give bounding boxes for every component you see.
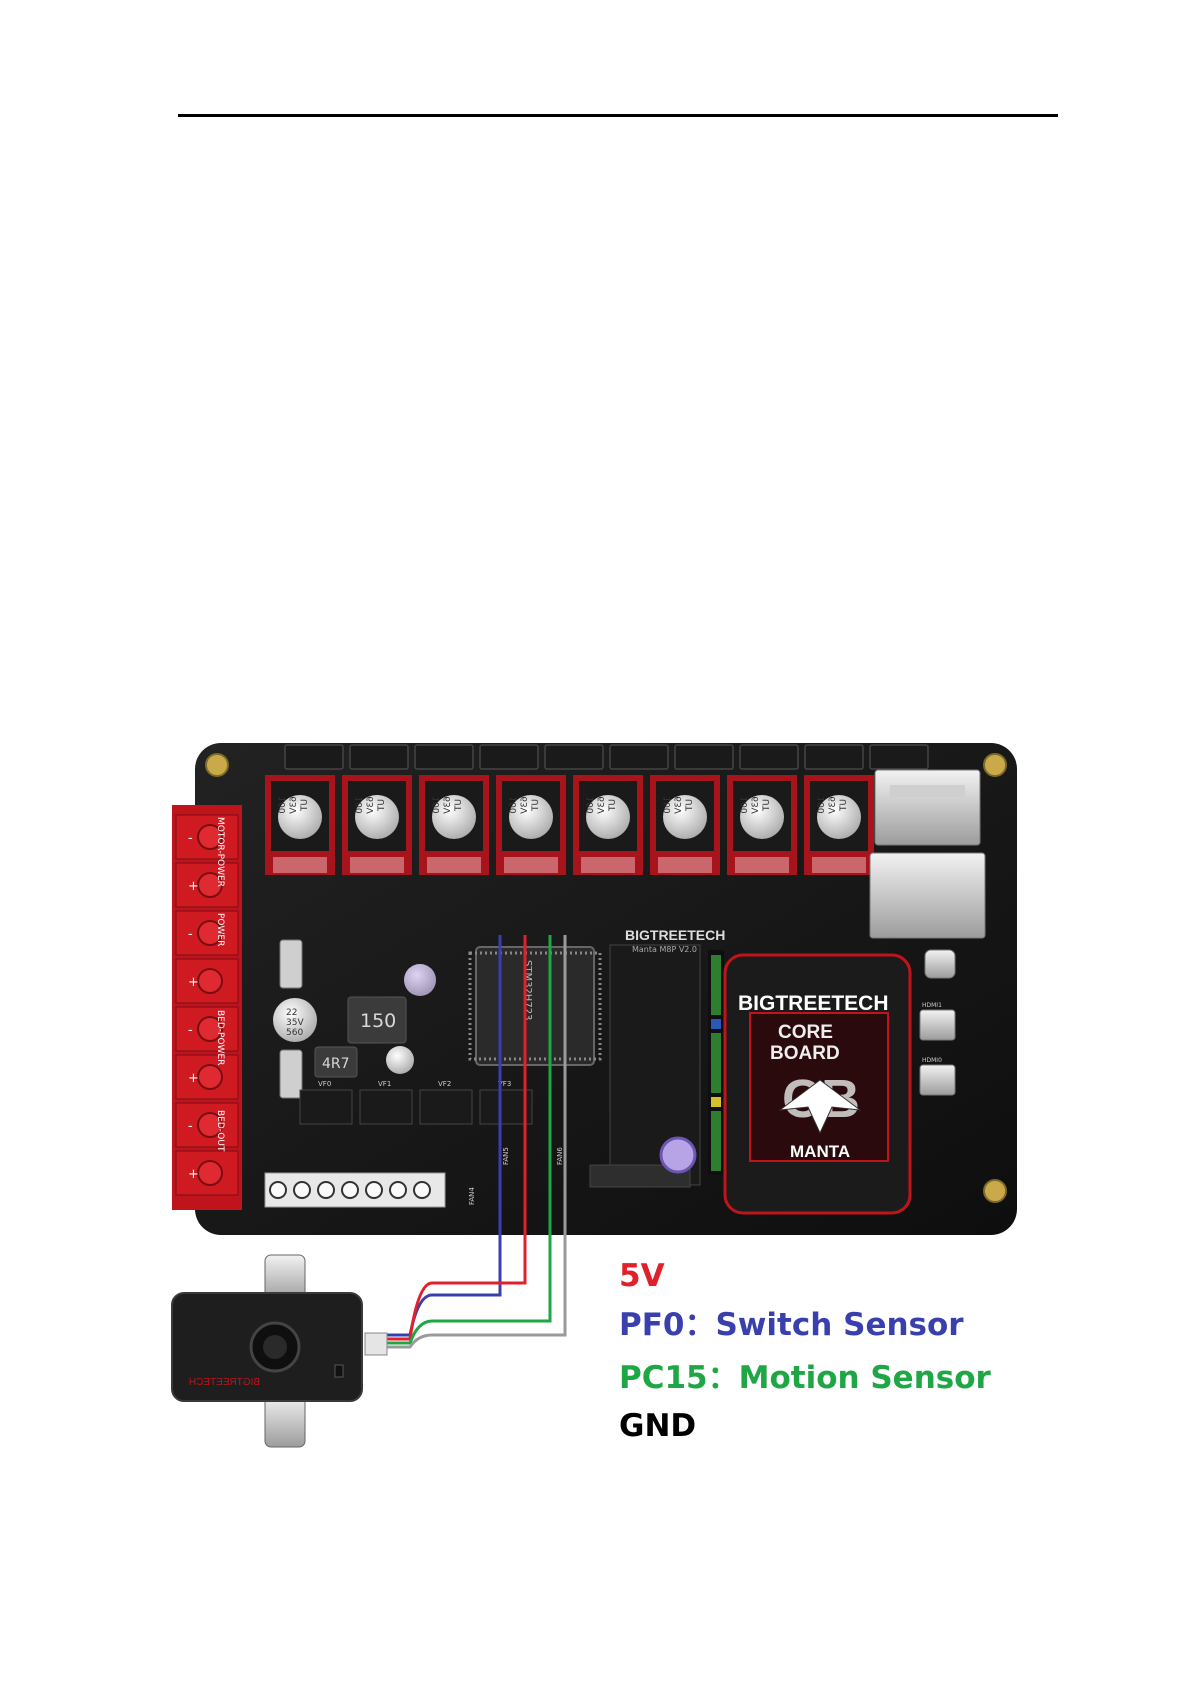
fan-label-vf3: VF3: [498, 1080, 511, 1088]
power-label-power: POWER: [215, 913, 225, 946]
cap-purple: [659, 1136, 697, 1174]
core-board: BIGTREETECH CORE BOARD CB MANTA: [723, 953, 912, 1215]
driver-cap-text: 100: [509, 796, 519, 813]
driver-cap-text: 63V: [751, 796, 761, 814]
sensor-wire: [386, 935, 567, 1349]
driver-cap-text: 63V: [289, 796, 299, 814]
driver-cap-text: UT: [839, 799, 849, 812]
driver-cap-text: 63V: [828, 796, 838, 814]
core-line2: BOARD: [770, 1043, 840, 1064]
terminal-sign: -: [188, 831, 193, 846]
sensor-wire: [386, 935, 527, 1341]
power-terminal: [175, 1006, 239, 1052]
terminal-sign: -: [188, 1119, 193, 1134]
power-label-motor: MOTOR-POWER: [215, 817, 225, 887]
driver-capacitor: [740, 795, 784, 839]
screw: [293, 1181, 311, 1199]
fan-label-fan5: FAN5: [502, 1147, 510, 1165]
sensor-wires: [386, 935, 567, 1349]
power-terminal-block: - + - + - + - + MOTOR-POWER POWER BED-POWER BED…: [172, 805, 242, 1210]
driver-cap-text: UT: [454, 799, 464, 812]
driver-cap-text: 100: [740, 796, 750, 813]
driver-capacitor: [509, 795, 553, 839]
header-rule: [178, 114, 1058, 117]
screw: [317, 1181, 335, 1199]
driver-cap-text: 100: [586, 796, 596, 813]
terminal-sign: +: [188, 879, 199, 894]
board-brand: BIGTREETECH: [625, 927, 725, 943]
driver-cap-text: 100: [663, 796, 673, 813]
power-label-bed-out: BED-OUT: [215, 1110, 225, 1152]
power-components: 22 35V 560 150 4R7: [273, 939, 436, 1099]
driver-cap-text: 63V: [674, 796, 684, 814]
wiring-label-5v: 5V: [619, 1258, 665, 1294]
wiring-label-pc15: PC15：Motion Sensor: [619, 1360, 991, 1396]
fan-label-vf1: VF1: [378, 1080, 391, 1088]
driver-cap-text: 100: [278, 796, 288, 813]
driver-cap-text: 100: [432, 796, 442, 813]
fan-label-fan4: FAN4: [468, 1187, 476, 1205]
screw: [341, 1181, 359, 1199]
driver-capacitor: [355, 795, 399, 839]
cap-big-text-2: 35V: [286, 1018, 304, 1028]
driver-cap-text: UT: [531, 799, 541, 812]
terminal-sign: +: [188, 975, 199, 990]
gpio-pin-strip: [708, 950, 724, 1175]
terminal-sign: +: [188, 1167, 199, 1182]
mcu-label: STM32H723: [522, 960, 533, 1020]
cap-big-text-1: 22: [286, 1008, 297, 1018]
fan-label-vf0: VF0: [318, 1080, 331, 1088]
sensor-wire: [386, 935, 552, 1345]
power-terminal: [175, 862, 239, 908]
screw: [365, 1181, 383, 1199]
driver-cap-text: UT: [300, 799, 310, 812]
driver-cap-text: 63V: [520, 796, 530, 814]
screw: [389, 1181, 407, 1199]
driver-capacitor: [586, 795, 630, 839]
filament-sensor: BIGTREETECH: [171, 1254, 388, 1448]
driver-cap-text: UT: [608, 799, 618, 812]
screw: [413, 1181, 431, 1199]
terminal-sign: -: [188, 927, 193, 942]
power-terminal: [175, 910, 239, 956]
inductor2-label: 4R7: [322, 1056, 350, 1072]
core-name: MANTA: [790, 1142, 850, 1161]
bottom-terminals: [264, 1172, 446, 1208]
manta-icon: [778, 1079, 862, 1135]
inductor-label: 150: [360, 1010, 396, 1032]
cap-big-text-3: 560: [286, 1028, 303, 1038]
driver-capacitor: [432, 795, 476, 839]
driver-cap-text: UT: [762, 799, 772, 812]
io-ports: [869, 769, 986, 1096]
terminal-sign: -: [188, 1023, 193, 1038]
mcu-chip: STM32H723: [468, 946, 602, 1066]
driver-cap-text: 100: [355, 796, 365, 813]
screw: [269, 1181, 287, 1199]
core-brand: BIGTREETECH: [738, 992, 889, 1015]
driver-cap-text: 63V: [366, 796, 376, 814]
power-label-bed-power: BED-POWER: [215, 1010, 225, 1065]
fan-label-vf2: VF2: [438, 1080, 451, 1088]
driver-cap-text: 63V: [443, 796, 453, 814]
driver-cap-text: 100: [817, 796, 827, 813]
wiring-label-gnd: GND: [619, 1408, 697, 1444]
core-line1: CORE: [778, 1022, 833, 1043]
driver-cap-text: UT: [685, 799, 695, 812]
driver-capacitor: [663, 795, 707, 839]
top-headers: [284, 744, 929, 770]
sensor-brand: BIGTREETECH: [189, 1377, 260, 1388]
hdmi-label-1: HDMI1: [922, 1002, 942, 1009]
terminal-sign: +: [188, 1071, 199, 1086]
board-model: Manta M8P V2.0: [632, 945, 697, 954]
driver-cap-text: UT: [377, 799, 387, 812]
driver-capacitor: [817, 795, 861, 839]
driver-cap-text: 63V: [597, 796, 607, 814]
driver-capacitor: [278, 795, 322, 839]
wiring-label-pf0: PF0：Switch Sensor: [619, 1307, 964, 1343]
fan-label-fan6: FAN6: [556, 1147, 564, 1165]
hdmi-label-0: HDMI0: [922, 1057, 942, 1064]
